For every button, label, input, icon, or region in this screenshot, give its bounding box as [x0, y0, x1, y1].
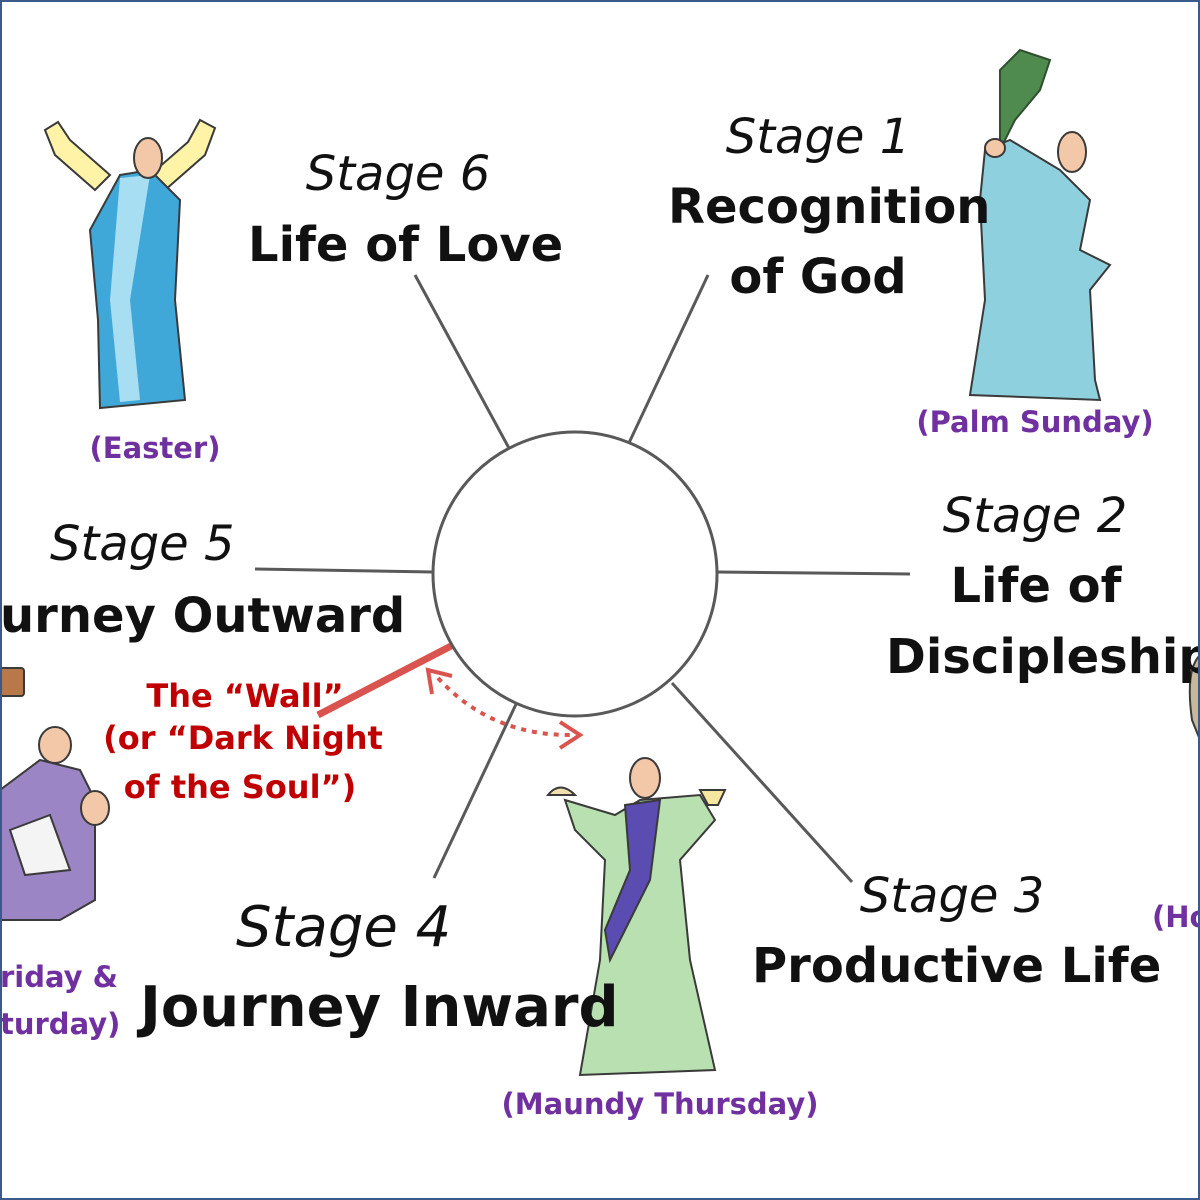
caption-saturday-partial: turday) [0, 1007, 121, 1041]
spoke-stage-5 [254, 567, 434, 574]
stage-3-title: Productive Life [752, 938, 1162, 994]
spoke-stage-6 [413, 274, 512, 451]
spoke-stage-1 [626, 274, 710, 446]
spoke-stage-3 [670, 681, 854, 884]
stage-1-label: Stage 1 [725, 109, 911, 165]
stage-3-label: Stage 3 [859, 868, 1045, 924]
caption-maundy-thursday: (Maundy Thursday) [501, 1087, 819, 1121]
stage-4-label: Stage 4 [236, 895, 452, 960]
palm-branch-figure-icon [968, 48, 1112, 402]
stage-6-title: Life of Love [248, 217, 564, 273]
stage-1-title-line-2: of God [729, 249, 907, 305]
stage-5-title: urney Outward [0, 588, 406, 644]
stage-2-title-line-1: Life of [950, 558, 1122, 614]
wall-label-line-3: of the Soul”) [123, 768, 357, 806]
bread-and-cup-figure-icon [545, 757, 727, 1077]
stage-1-title-line-1: Recognition [668, 179, 991, 235]
stage-4-title: Journey Inward [140, 975, 619, 1040]
stage-6-label: Stage 6 [305, 146, 491, 202]
stage-2-title-line-2: Discipleship [886, 629, 1200, 685]
center-circle [431, 430, 719, 718]
sorrowing-figures-icon [0, 667, 110, 921]
wall-label-line-1: The “Wall” [146, 677, 344, 715]
wall-label-line-2: (or “Dark Night [103, 719, 383, 757]
caption-friday-partial: riday & [0, 960, 118, 994]
spoke-stage-4 [432, 699, 520, 879]
caption-easter: (Easter) [89, 431, 221, 465]
risen-figure-icon [43, 118, 217, 410]
stage-5-label: Stage 5 [50, 516, 235, 572]
spoke-stage-2 [716, 570, 911, 576]
stage-2-label: Stage 2 [942, 488, 1128, 544]
caption-holy-partial: (Ho [1152, 900, 1200, 934]
partial-figure-icon [1188, 653, 1200, 741]
caption-palm-sunday: (Palm Sunday) [916, 405, 1154, 439]
wall-bar [316, 641, 455, 719]
